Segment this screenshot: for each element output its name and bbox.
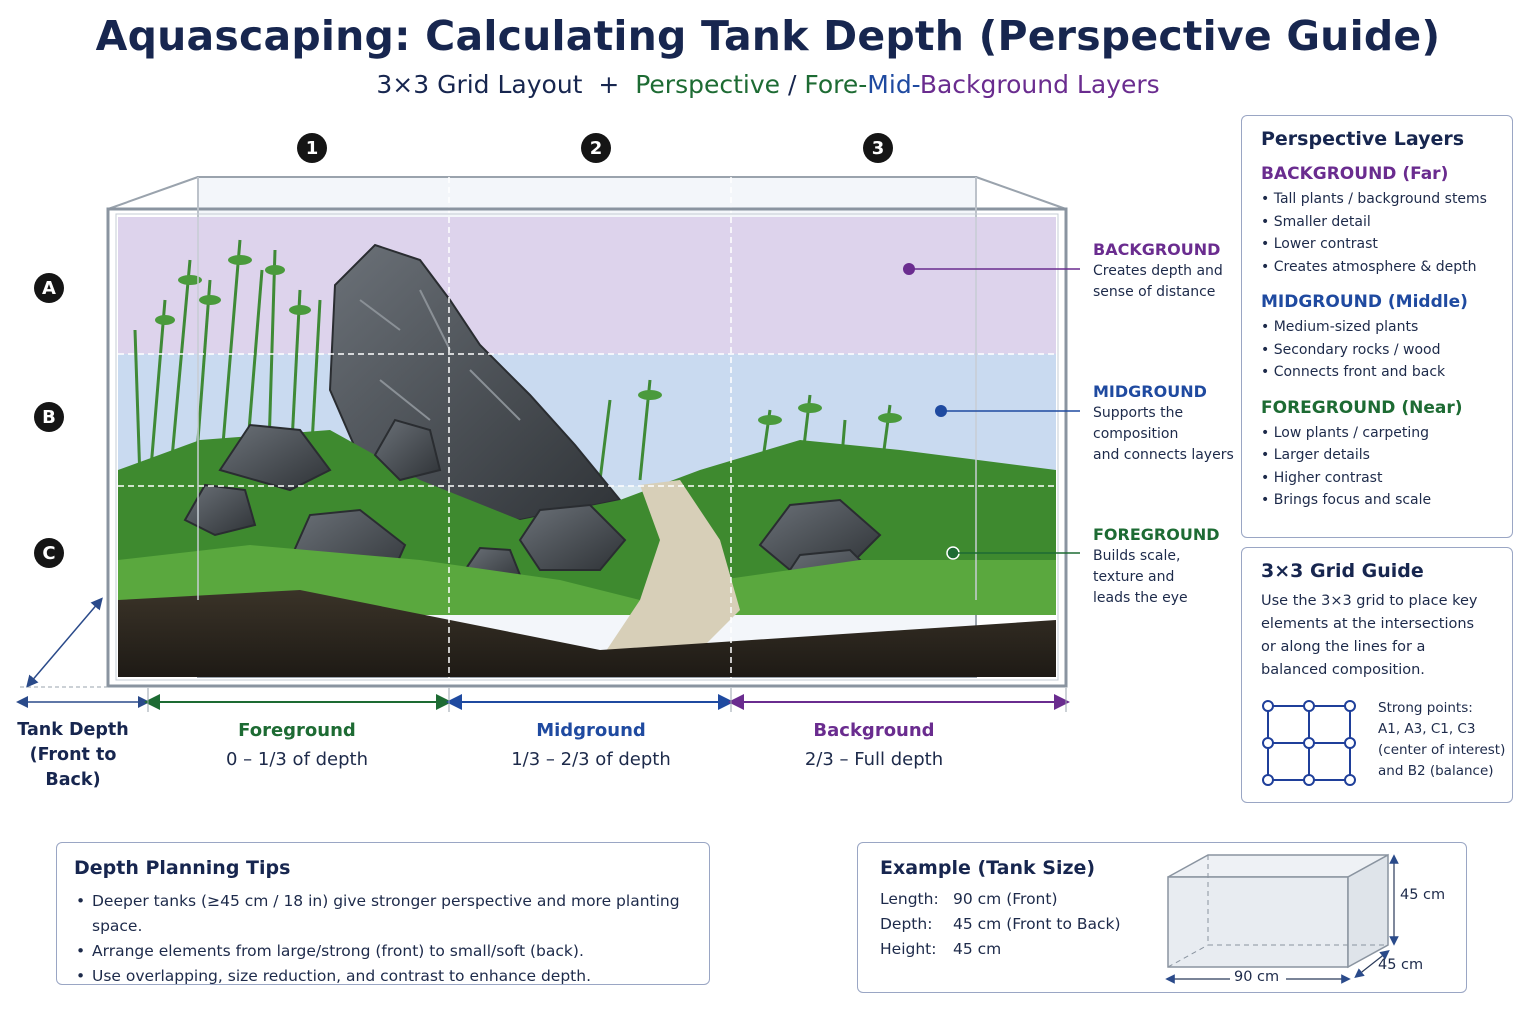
layer-list-foreground: Low plants / carpeting Larger details Hi…: [1261, 422, 1493, 512]
column-badge-3: 3: [863, 133, 893, 163]
background-depth-label: Background 2/3 – Full depth: [804, 720, 944, 770]
tips-list: Deeper tanks (≥45 cm / 18 in) give stron…: [74, 889, 692, 989]
example-height-label: 45 cm: [1400, 887, 1446, 903]
subtitle-slash: /: [787, 70, 797, 99]
callout-midground: MIDGROUND Supports the composition and c…: [1093, 382, 1234, 463]
grid-guide-description: Use the 3×3 grid to place key elements a…: [1261, 593, 1478, 678]
substrate: [118, 590, 1056, 677]
row-badge-c: C: [34, 538, 64, 568]
tank-depth-arrow: [26, 597, 103, 688]
grid-lines: [118, 177, 1056, 686]
page-subtitle: 3×3 Grid Layout + Perspective / Fore-Mid…: [0, 70, 1536, 99]
example-tank-size-panel: Example (Tank Size) Length:90 cm (Front)…: [857, 842, 1467, 993]
grid-guide-panel: 3×3 Grid Guide Use the 3×3 grid to place…: [1241, 547, 1513, 803]
tank-depth-label: Tank Depth (Front to Back): [17, 720, 129, 790]
aquarium-illustration: [16, 176, 1080, 712]
grid-3x3-icon: [1262, 700, 1356, 786]
callout-foreground: FOREGROUND Builds scale, texture and lea…: [1093, 525, 1220, 606]
subtitle-mid: Mid-: [867, 70, 920, 99]
subtitle-plus: +: [598, 70, 620, 99]
subtitle-fore: Fore-: [804, 70, 868, 99]
rock-left-2: [373, 418, 442, 482]
layer-heading-foreground: FOREGROUND (Near): [1261, 397, 1463, 418]
depth-planning-tips-panel: Depth Planning Tips Deeper tanks (≥45 cm…: [56, 842, 710, 989]
subtitle-perspective: Perspective: [635, 70, 781, 99]
callout-background: BACKGROUND Creates depth and sense of di…: [1093, 240, 1223, 300]
example-length-label: 90 cm: [1234, 969, 1280, 985]
strong-points-text: Strong points: A1, A3, C1, C3 (center of…: [1378, 700, 1506, 779]
tank-front-glass: [106, 207, 1068, 688]
column-badge-2: 2: [581, 133, 611, 163]
layer-heading-midground: MIDGROUND (Middle): [1261, 292, 1468, 312]
sand-path: [600, 480, 740, 660]
perspective-layers-panel: Perspective Layers BACKGROUND (Far) Tall…: [1241, 115, 1513, 538]
example-depth-label: 45 cm: [1378, 957, 1424, 973]
layer-list-background: Tall plants / background stems Smaller d…: [1261, 188, 1493, 278]
rock-left-3: [183, 483, 257, 537]
layer-heading-background: BACKGROUND (Far): [1261, 164, 1449, 184]
foreground-carpet: [118, 545, 1056, 615]
row-badge-a: A: [34, 273, 64, 303]
page-title: Aquascaping: Calculating Tank Depth (Per…: [95, 12, 1441, 60]
background-band: [118, 217, 1056, 354]
subtitle-grid: 3×3 Grid Layout: [376, 70, 583, 99]
subtitle-back: Background Layers: [919, 70, 1160, 99]
midground-depth-label: Midground 1/3 – 2/3 of depth: [511, 720, 671, 770]
tank-box-diagram: [1165, 853, 1399, 988]
layer-list-midground: Medium-sized plants Secondary rocks / wo…: [1261, 316, 1493, 384]
row-badge-b: B: [34, 402, 64, 432]
column-badge-1: 1: [297, 133, 327, 163]
example-dimensions: Length:90 cm (Front) Depth:45 cm (Front …: [880, 890, 1121, 958]
foreground-depth-label: Foreground 0 – 1/3 of depth: [225, 720, 369, 770]
rock-center: [518, 503, 627, 571]
